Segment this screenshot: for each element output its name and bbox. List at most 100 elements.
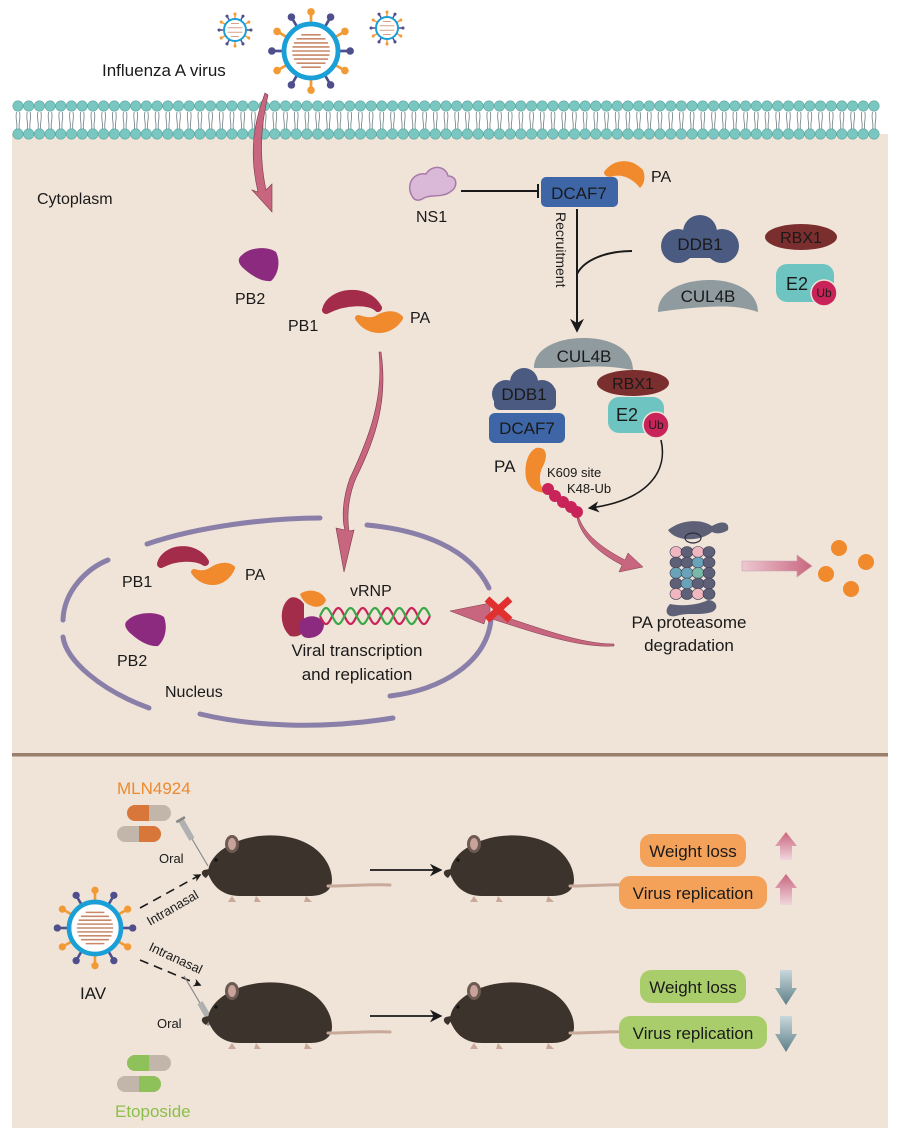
lipid-head <box>12 100 24 112</box>
ubiquitin-chain-icon <box>542 483 583 518</box>
lipid-tail <box>721 111 727 131</box>
dcaf7-protein-box <box>541 177 618 207</box>
lipid-tail <box>839 111 845 131</box>
lipid-head <box>44 128 56 140</box>
lipid-head <box>130 100 142 112</box>
lipid-tail <box>850 111 855 131</box>
lipid-tail <box>293 111 299 131</box>
lipid-head <box>622 100 634 112</box>
lipid-head <box>504 128 516 140</box>
lipid-head <box>847 128 859 140</box>
rbx1-complex-icon <box>597 370 669 396</box>
outcome-box-bottom-0 <box>640 970 746 1003</box>
lipid-head <box>194 100 206 112</box>
lipid-tail <box>818 111 823 131</box>
outcome-box-bottom-1 <box>619 1016 767 1049</box>
outcome-label: Virus replication <box>633 884 754 903</box>
lipid-head <box>365 128 377 140</box>
lipid-head <box>718 128 730 140</box>
lipid-head <box>836 100 848 112</box>
lipid-tail <box>347 111 353 131</box>
lipid-tail <box>15 111 21 131</box>
virus-label: Influenza A virus <box>102 61 226 80</box>
lipid-head <box>451 128 463 140</box>
lipid-head <box>269 100 281 112</box>
lipid-head <box>461 100 473 112</box>
lipid-head <box>173 100 185 112</box>
lipid-head <box>472 100 484 112</box>
lipid-head <box>493 128 505 140</box>
cul4b-complex-label: CUL4B <box>557 347 612 366</box>
pb1-protein-icon <box>322 289 382 314</box>
lipid-head <box>151 128 163 140</box>
lipid-head <box>419 100 431 112</box>
lipid-head <box>215 100 227 112</box>
lipid-head <box>772 128 784 140</box>
lipid-head <box>312 128 324 140</box>
dcaf7-complex-label: DCAF7 <box>499 419 555 438</box>
lipid-head <box>579 128 591 140</box>
lipid-head <box>761 100 773 112</box>
cell-membrane <box>12 100 880 140</box>
oral-label-top: Oral <box>159 851 184 866</box>
lipid-head <box>226 128 238 140</box>
lipid-tail <box>251 111 256 131</box>
lipid-head <box>825 128 837 140</box>
blocked-x-icon <box>484 596 513 623</box>
lipid-tail <box>411 111 417 131</box>
lipid-head <box>344 100 356 112</box>
lipid-head <box>782 128 794 140</box>
lipid-tail <box>711 111 716 131</box>
lipid-tail <box>37 111 42 131</box>
outcome-label: Weight loss <box>649 842 737 861</box>
lipid-head <box>301 128 313 140</box>
lipid-head <box>536 100 548 112</box>
lipid-head <box>183 128 195 140</box>
lipid-tail <box>111 111 117 131</box>
lipid-tail <box>871 111 877 131</box>
ub-complex-icon <box>642 411 670 439</box>
lipid-head <box>793 128 805 140</box>
lipid-head <box>429 100 441 112</box>
lipid-tail <box>79 111 85 131</box>
lipid-head <box>804 100 816 112</box>
lipid-head <box>814 128 826 140</box>
lipid-head <box>354 100 366 112</box>
lipid-head <box>526 100 538 112</box>
lipid-head <box>87 100 99 112</box>
joining-curve <box>576 250 633 275</box>
lipid-tail <box>336 111 342 131</box>
virus-particle-icon <box>369 10 405 46</box>
lipid-head <box>269 128 281 140</box>
lipid-tail <box>283 111 288 131</box>
cul4b-free-icon <box>658 280 758 312</box>
lipid-tail <box>593 111 599 131</box>
mln4924-label: MLN4924 <box>117 779 191 798</box>
lipid-head <box>205 128 217 140</box>
lipid-tail <box>58 111 64 131</box>
lipid-head <box>750 128 762 140</box>
lipid-head <box>108 128 120 140</box>
nucleus-pa-label: PA <box>245 567 265 584</box>
proteasome-icon <box>666 521 729 617</box>
degradation-product-arrow-icon <box>741 554 813 578</box>
lipid-head <box>365 100 377 112</box>
lipid-head <box>483 100 495 112</box>
lipid-head <box>857 100 869 112</box>
lipid-tail <box>26 111 32 131</box>
lipid-head <box>868 128 880 140</box>
lipid-head <box>515 100 527 112</box>
lipid-head <box>151 100 163 112</box>
cul4b-label: CUL4B <box>681 287 736 306</box>
lipid-tail <box>432 111 438 131</box>
lipid-head <box>782 100 794 112</box>
pb1-protein-icon <box>157 546 209 568</box>
lipid-head <box>665 128 677 140</box>
lipid-head <box>729 100 741 112</box>
lipid-tail <box>828 111 834 131</box>
lipid-head <box>868 100 880 112</box>
section-divider <box>12 753 888 757</box>
lipid-tail <box>229 111 235 131</box>
lipid-head <box>119 128 131 140</box>
lipid-head <box>419 128 431 140</box>
